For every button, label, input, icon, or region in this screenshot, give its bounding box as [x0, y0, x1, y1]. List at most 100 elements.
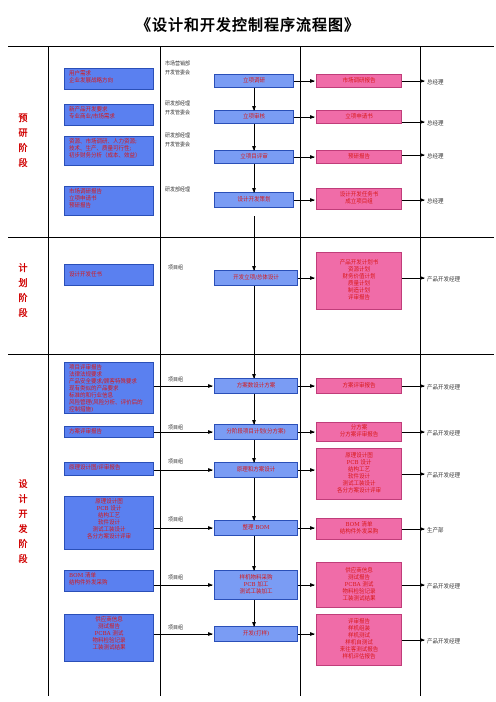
- stage3-input-5: BOM 清单结构件外发采购: [64, 570, 154, 592]
- flow-arrow: [298, 583, 315, 587]
- flow-arrow: [402, 276, 425, 280]
- lane-divider-right: [300, 46, 301, 696]
- stage1-dest-2: 总经理: [427, 121, 444, 127]
- stage1-role-3: 研发部经理开发管委会: [165, 133, 191, 148]
- stage1-process-review: 立项审核: [214, 110, 294, 124]
- flow-arrow: [402, 198, 425, 202]
- lane-divider-dest: [420, 46, 421, 696]
- page-title: 《设计和开发控制程序流程图》: [135, 16, 360, 34]
- stage3-role-6: 项目组: [168, 625, 184, 631]
- stage3-output-4: BOM 清单结构件外发采购: [316, 518, 402, 540]
- stage3-output-6: 评审报告样机组装样机测试样机自测试来往客测试报告样机评估报告: [316, 614, 402, 666]
- stage1-role-2: 研发部经理开发管委会: [165, 101, 191, 116]
- flow-arrow: [402, 430, 425, 434]
- frame-divider-2: [8, 354, 494, 355]
- flow-arrow: [154, 384, 213, 388]
- stage3-output-1: 方案评审报告: [316, 378, 402, 394]
- phase-label-planning: 计划阶段: [18, 264, 28, 319]
- flow-arrow: [252, 216, 256, 271]
- stage1-output-1: 市场调研报告: [316, 74, 402, 88]
- stage3-role-1: 项目组: [168, 377, 184, 383]
- stage1-role-4: 研发部经理: [165, 187, 191, 193]
- stage3-process-4: 整理 BOM: [214, 520, 298, 536]
- stage1-input-4: 市场调研报告立项申请书预研报告: [64, 186, 154, 216]
- flow-arrow: [402, 384, 425, 388]
- flow-arrow: [298, 526, 315, 530]
- flow-arrow: [402, 583, 425, 587]
- flow-arrow: [252, 286, 256, 379]
- phase-label-design-dev: 设计开发阶段: [18, 480, 28, 565]
- stage1-process-research: 立项调研: [214, 74, 294, 88]
- stage3-role-5: 项目组: [168, 575, 184, 581]
- flow-arrow: [252, 478, 256, 521]
- stage3-dest-5: 产品开发经理: [427, 584, 461, 590]
- stage3-dest-4: 生产部: [427, 528, 444, 534]
- stage2-input: 设计开发任书: [64, 264, 154, 286]
- stage3-output-2: 分方案分方案评审报告: [316, 422, 402, 442]
- stage3-process-1: 方案数设计方案: [214, 378, 298, 394]
- stage2-process: 开发立项/总体设计: [214, 270, 298, 286]
- stage1-dest-3: 总经理: [427, 154, 444, 160]
- phase-label-preresearch: 预研阶段: [18, 114, 28, 169]
- stage2-role: 项目组: [168, 265, 184, 271]
- flow-arrow: [298, 276, 315, 280]
- stage3-input-2: 方案评审报告: [64, 426, 154, 438]
- stage1-dest-4: 总经理: [427, 199, 444, 205]
- flow-arrow: [298, 384, 315, 388]
- stage1-input-3: 资源、市场调研、人力资源;技术、生产、质量可行性;初步财务分析（成本、效益）: [64, 136, 154, 166]
- stage1-output-2: 立项申请书: [316, 110, 402, 124]
- stage1-process-evaluation: 立项目评审: [214, 150, 294, 164]
- flow-arrow: [298, 632, 315, 636]
- stage1-dest-1: 总经理: [427, 80, 444, 86]
- frame-left-line: [48, 46, 49, 696]
- stage1-input-2: 新产品开发要求专业商业/市场需求: [64, 104, 154, 126]
- stage1-process-planning: 设计开发策划: [214, 192, 294, 208]
- stage3-dest-1: 产品开发经理: [427, 385, 461, 391]
- flow-arrow: [154, 632, 213, 636]
- stage3-input-1: 项目评审报告法律法规要求产品安全要求/顾客特殊要求现有类似的产品要求标准的和行业…: [64, 362, 154, 414]
- flow-arrow: [252, 394, 256, 425]
- flow-arrow: [294, 79, 315, 83]
- flow-arrow: [252, 164, 256, 193]
- stage3-dest-3: 产品开发经理: [427, 473, 461, 479]
- flow-arrow: [402, 527, 425, 531]
- flow-arrow: [298, 430, 315, 434]
- flow-arrow: [294, 198, 315, 202]
- flow-arrow: [252, 536, 256, 571]
- flow-arrow: [154, 430, 213, 434]
- stage1-input-1: 用户需求企业发展战略方向: [64, 68, 154, 90]
- stage1-role-1: 市场营销部开发管委会: [165, 61, 191, 76]
- stage3-process-6: 开发(打样): [214, 626, 298, 642]
- stage3-role-3: 项目组: [168, 459, 184, 465]
- flow-arrow: [154, 583, 213, 587]
- stage3-role-4: 项目组: [168, 517, 184, 523]
- flow-arrow: [294, 155, 315, 159]
- stage3-process-3: 原理和方案设计: [214, 462, 298, 478]
- flow-arrow: [298, 468, 315, 472]
- flow-arrow: [294, 115, 315, 119]
- flow-arrow: [402, 153, 425, 157]
- stage3-role-2: 项目组: [168, 425, 184, 431]
- stage3-input-3: 原理设计图/评审报告: [64, 462, 154, 476]
- stage2-dest: 产品开发经理: [427, 277, 461, 283]
- flow-arrow: [252, 440, 256, 463]
- stage1-output-4: 设计开发任务书成立项目组: [316, 188, 402, 210]
- stage3-dest-6: 产品开发经理: [427, 639, 461, 645]
- lane-divider-left: [160, 46, 161, 696]
- flow-arrow: [252, 600, 256, 627]
- flow-arrow: [402, 120, 425, 124]
- flow-arrow: [402, 472, 425, 476]
- flow-arrow: [154, 468, 213, 472]
- frame-divider-1: [8, 237, 494, 238]
- stage1-output-3: 预研报告: [316, 150, 402, 164]
- flow-arrow: [252, 124, 256, 151]
- flow-arrow: [252, 88, 256, 111]
- frame-top-line: [8, 46, 494, 47]
- flow-arrow: [154, 526, 213, 530]
- stage3-process-2: 分阶段项目计划(分方案): [214, 424, 298, 440]
- flow-arrow: [402, 638, 425, 642]
